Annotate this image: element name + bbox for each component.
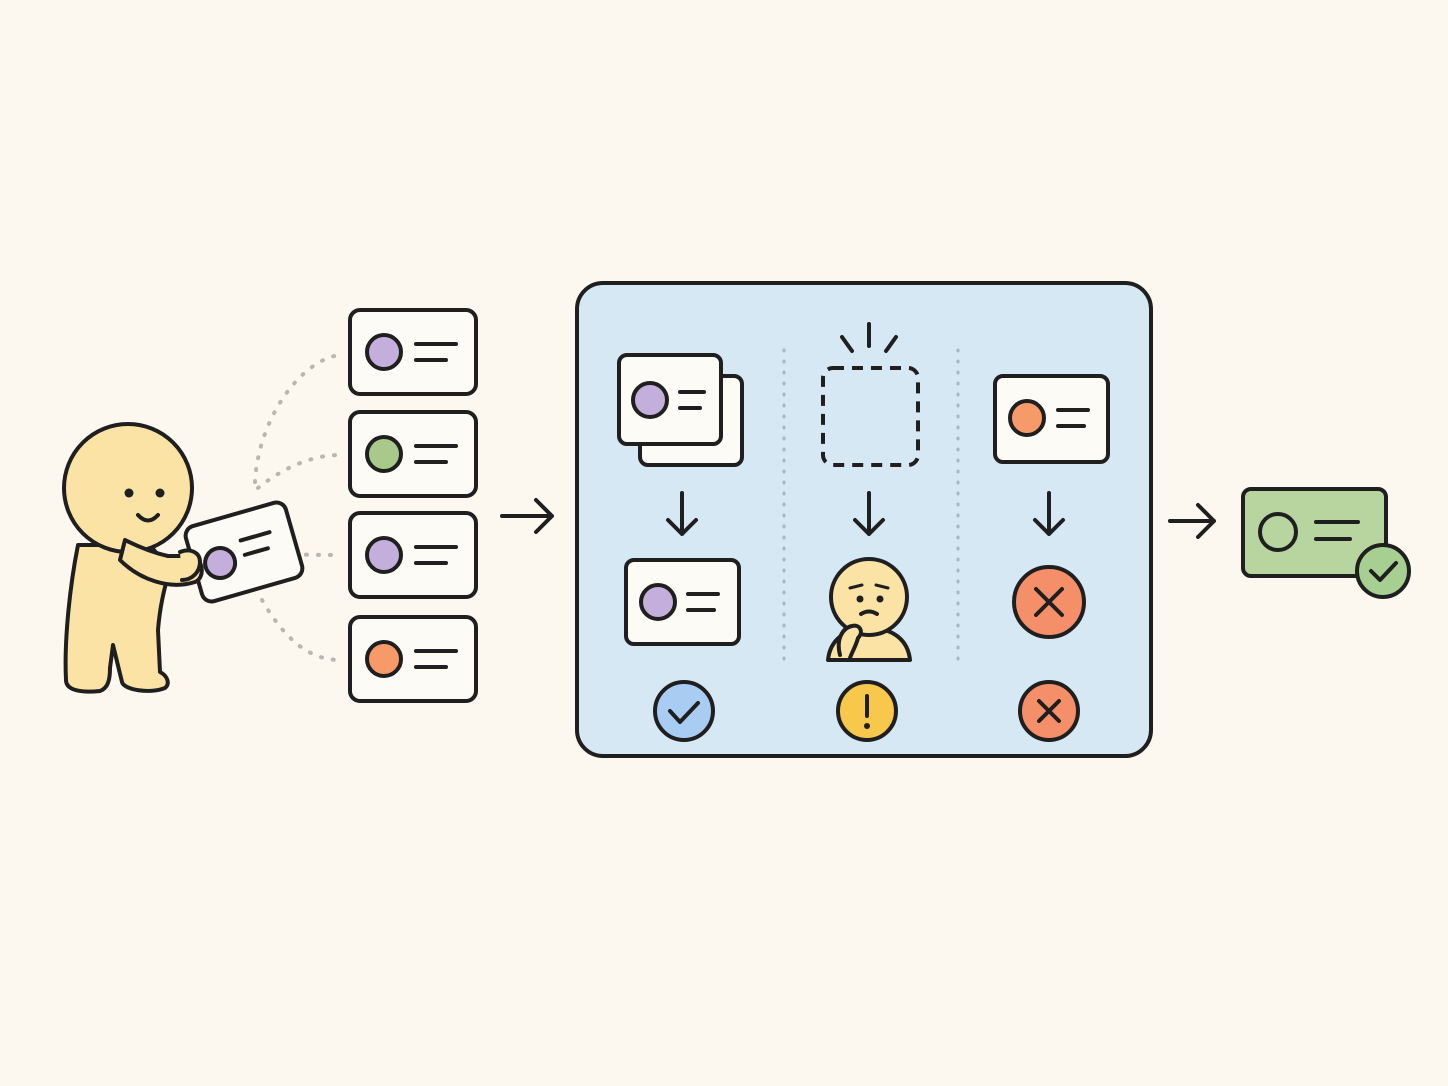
arrow-right-icon	[500, 498, 554, 534]
avatar-purple	[365, 333, 403, 371]
avatar-green	[365, 435, 403, 473]
character-arm	[118, 538, 204, 587]
source-card	[348, 410, 478, 498]
connector-lines	[253, 353, 342, 662]
character-hand	[178, 548, 202, 582]
review-panel	[575, 281, 1153, 758]
duplicate-cards-icon	[617, 353, 744, 467]
review-column-missing	[821, 322, 920, 742]
verified-card-green	[1241, 487, 1411, 599]
missing-card-placeholder-icon	[821, 322, 920, 467]
arrow-down-icon	[666, 491, 698, 536]
character-body	[63, 543, 172, 694]
character-smile	[136, 513, 160, 523]
connector-line-1	[253, 353, 342, 484]
connector-line-4	[260, 598, 342, 662]
review-column-duplicate	[617, 353, 744, 742]
source-card	[348, 308, 478, 396]
x-icon	[1018, 680, 1080, 742]
single-card-purple	[624, 558, 741, 646]
arrow-down-icon	[1033, 491, 1065, 536]
connector-line-3	[268, 550, 342, 557]
x-circle-icon	[1012, 565, 1086, 639]
character-eye-left	[124, 488, 134, 498]
avatar-orange	[365, 640, 403, 678]
held-card	[183, 500, 305, 604]
source-card-stack	[348, 308, 478, 703]
review-column-rejected	[993, 374, 1110, 742]
connector-line-2	[256, 453, 342, 490]
confused-character-icon	[826, 557, 912, 662]
arrow-right-icon	[1168, 503, 1216, 539]
check-badge-icon	[1355, 543, 1411, 599]
character-head	[62, 422, 194, 554]
character	[62, 422, 305, 694]
source-card	[348, 511, 478, 599]
card-orange	[993, 374, 1110, 464]
arrow-down-icon	[853, 491, 885, 536]
avatar-purple	[365, 536, 403, 574]
check-icon	[653, 680, 715, 742]
exclamation-icon	[836, 680, 898, 742]
character-eye-right	[155, 488, 165, 498]
source-card	[348, 615, 478, 703]
